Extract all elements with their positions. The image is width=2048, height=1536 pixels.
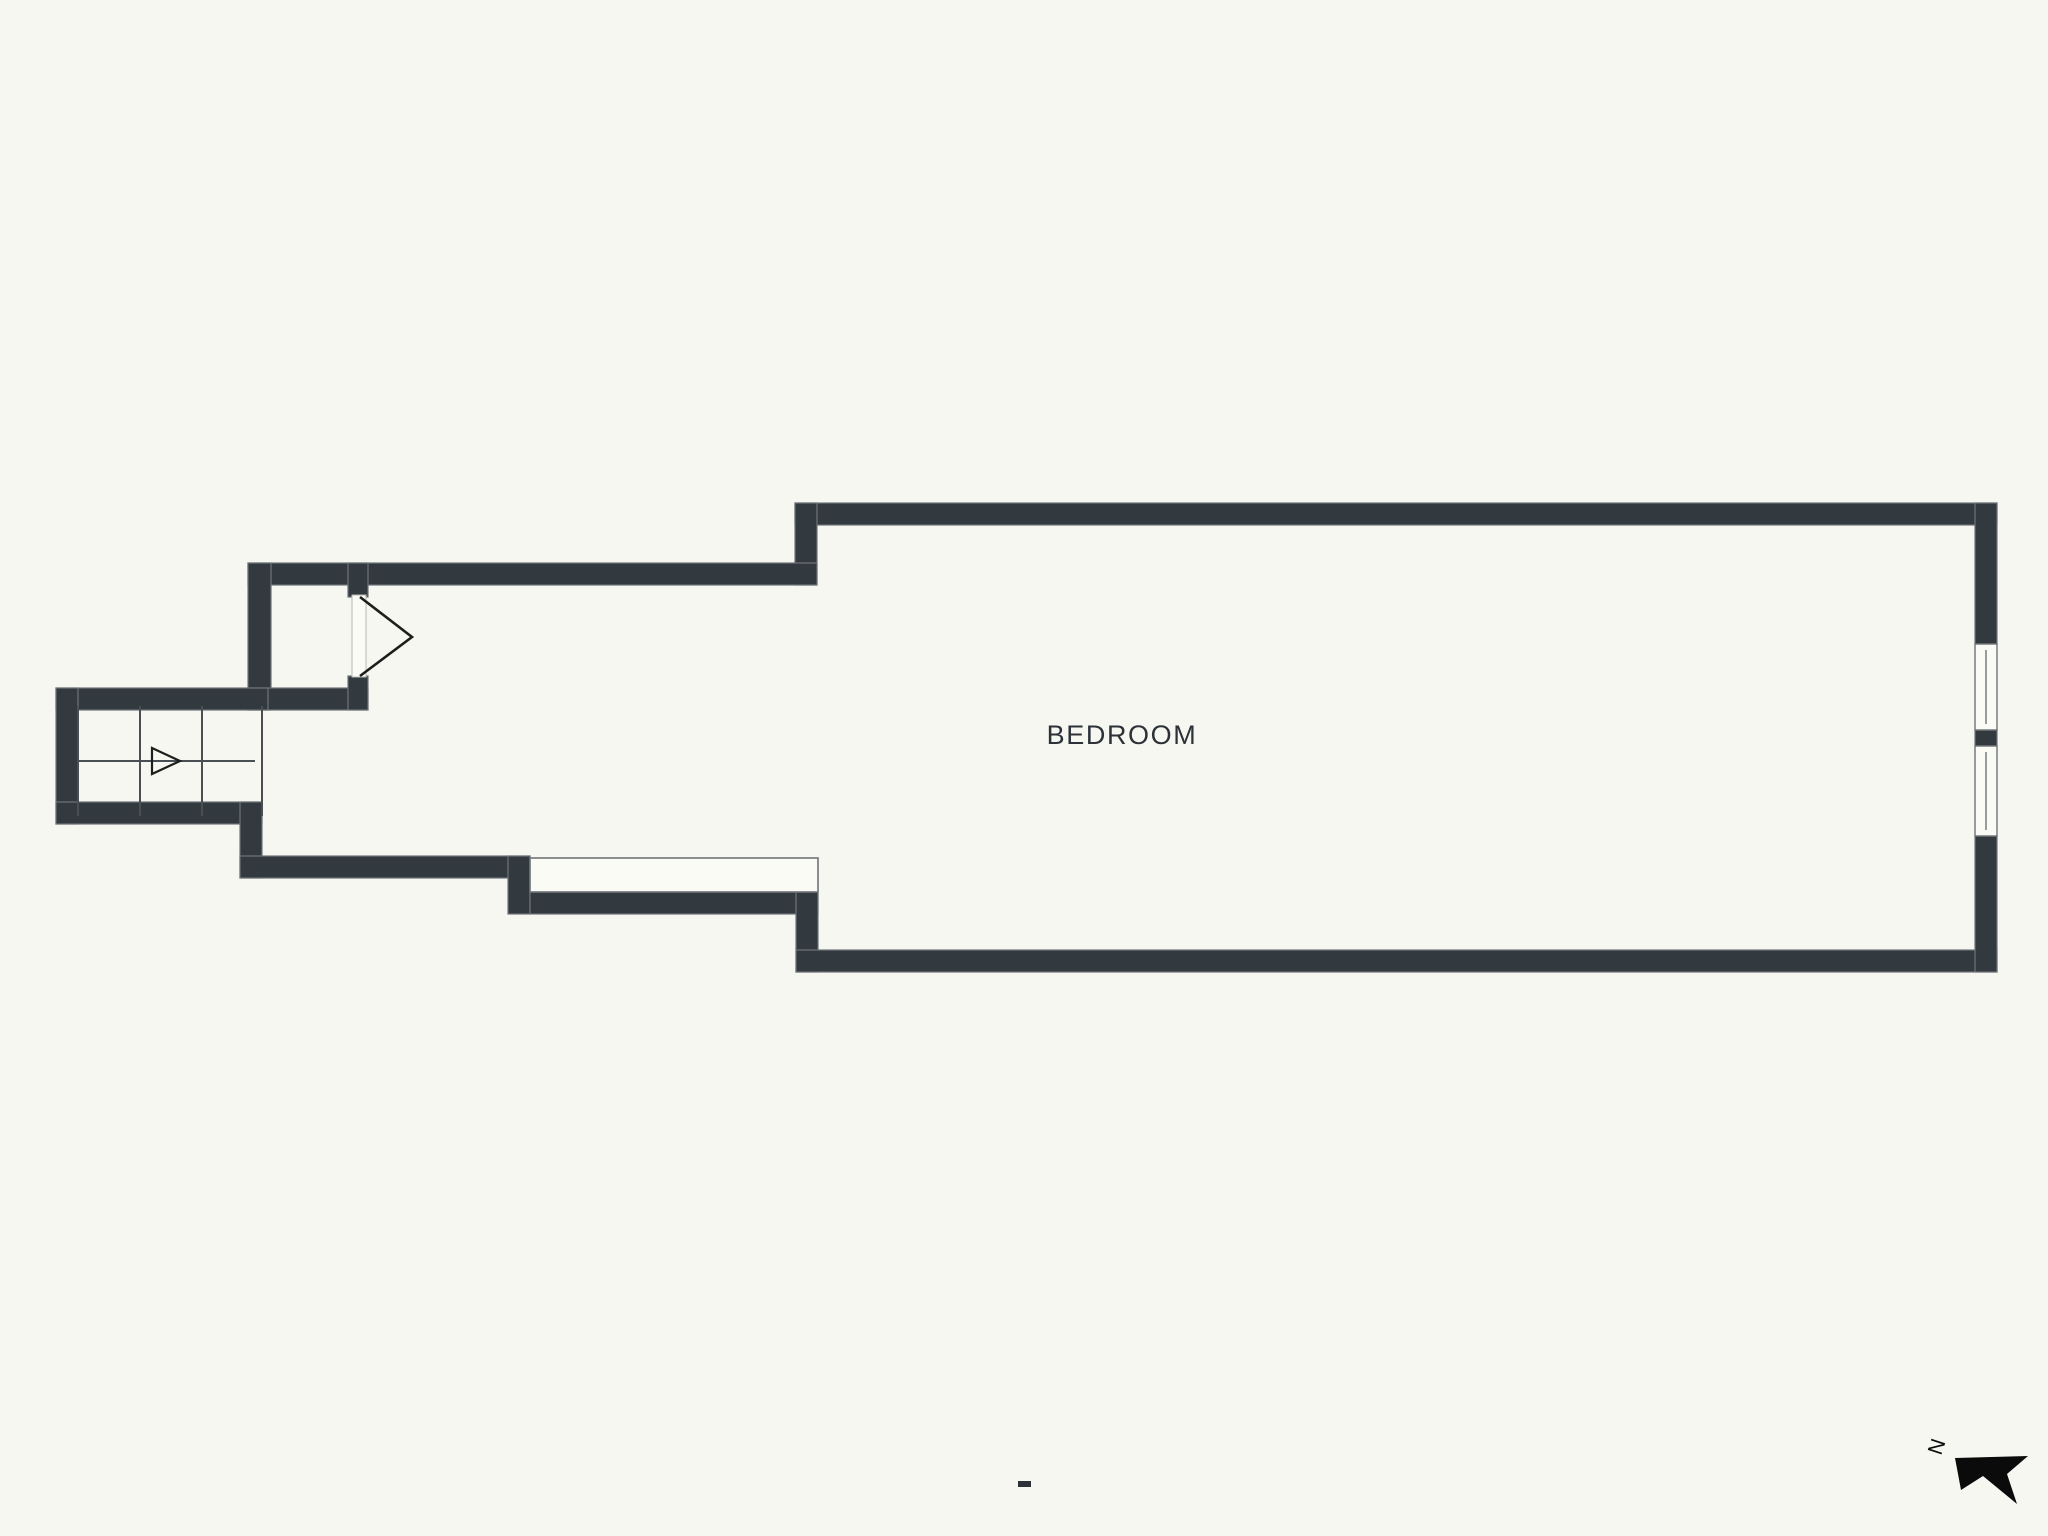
closet-door-leaf-swing [359, 595, 415, 678]
window-south [529, 857, 819, 893]
north-arrow-label: N [1924, 1436, 1951, 1458]
wall-south-step [507, 855, 531, 915]
wall-south-bedroom [795, 949, 1998, 973]
staircase [77, 706, 263, 816]
wall-closet-door-jamb-bottom [347, 675, 369, 711]
wall-south-window-header [529, 891, 819, 915]
wall-closet-north [247, 562, 818, 586]
walls [55, 502, 1998, 973]
wall-stair-south [55, 801, 263, 825]
north-arrow: N [1924, 1436, 2028, 1504]
scale-tick [1018, 1481, 1031, 1487]
wall-east-top [1974, 502, 1998, 645]
window-east-lower [1974, 745, 1998, 837]
closet-bifold-door[interactable] [351, 594, 415, 678]
wall-hall-north [55, 687, 269, 711]
north-arrow-icon [1955, 1456, 2028, 1504]
closet-door-opening [351, 594, 367, 678]
wall-closet-door-jamb-top [347, 562, 369, 598]
window-east-upper [1974, 643, 1998, 731]
bedroom-floor [265, 525, 1990, 950]
windows [529, 643, 1998, 893]
window-south-frame [529, 857, 819, 893]
wall-corridor-south [239, 855, 531, 879]
stair-direction-arrow-icon [150, 746, 183, 776]
room-label-bedroom: BEDROOM [1047, 720, 1198, 750]
closet-floor [271, 598, 361, 688]
wall-north-bedroom [794, 502, 1998, 526]
wall-east-bottom [1974, 835, 1998, 973]
wall-east-pier [1974, 729, 1998, 747]
